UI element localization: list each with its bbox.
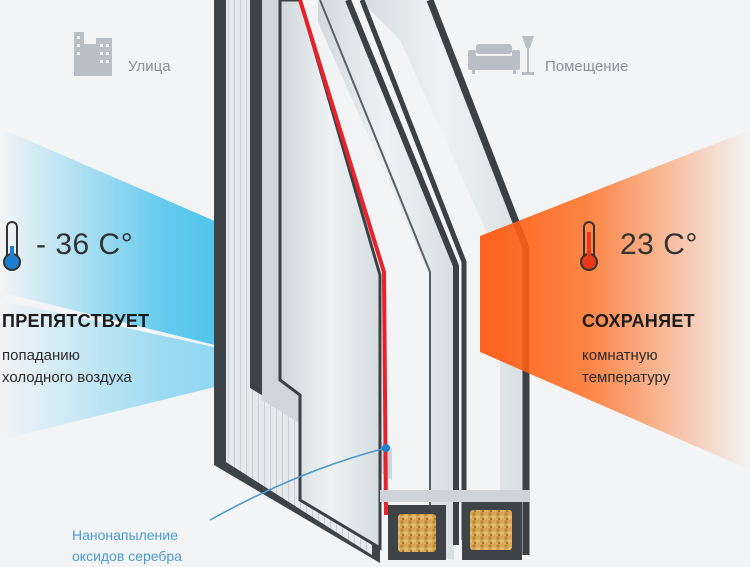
outside-headline: ПРЕПЯТСТВУЕТ [2,311,150,331]
sash-profile [262,0,392,480]
coating-note: Нанонапыление оксидов серебра [72,525,182,567]
outside-temperature: - 36 C° [36,228,134,261]
glass-pane-middle [318,0,454,560]
desiccant-granules-1 [398,514,436,552]
warm-air-beam [480,130,750,470]
inside-description-line-2: температуру [582,369,671,386]
desiccant-granules-2 [470,510,512,550]
thermometer-cold-icon [3,221,21,271]
outside-description-line-2: холодного воздуха [2,369,132,386]
inside-description: комнатную температуру [582,345,670,389]
glass-pane-middle-edge [345,0,459,545]
sofa-lamp-icon [468,36,534,75]
thermometer-warm-icon [580,221,598,271]
city-buildings-icon [74,32,112,76]
outside-description-line-1: попаданию [2,347,80,364]
inside-headline: СОХРАНЯЕТ [582,311,695,331]
coating-note-line-2: оксидов серебра [72,548,182,564]
glass-pane-middle-inner-edge [319,0,431,545]
inside-description-line-1: комнатную [582,347,658,364]
outside-description: попаданию холодного воздуха [2,345,132,389]
window-frame-inner [226,0,372,555]
coating-pointer-dot [382,444,390,452]
cold-air-beam-lower [0,300,300,440]
coating-note-line-1: Нанонапыление [72,527,178,543]
silver-oxide-coating [298,0,388,516]
sealant-strip [380,490,530,502]
inside-temperature: 23 C° [620,228,698,261]
glass-pane-inner-face [359,0,467,540]
inside-label: Помещение [545,58,629,75]
coating-pointer-line [209,447,387,521]
outside-label: Улица [128,58,171,75]
